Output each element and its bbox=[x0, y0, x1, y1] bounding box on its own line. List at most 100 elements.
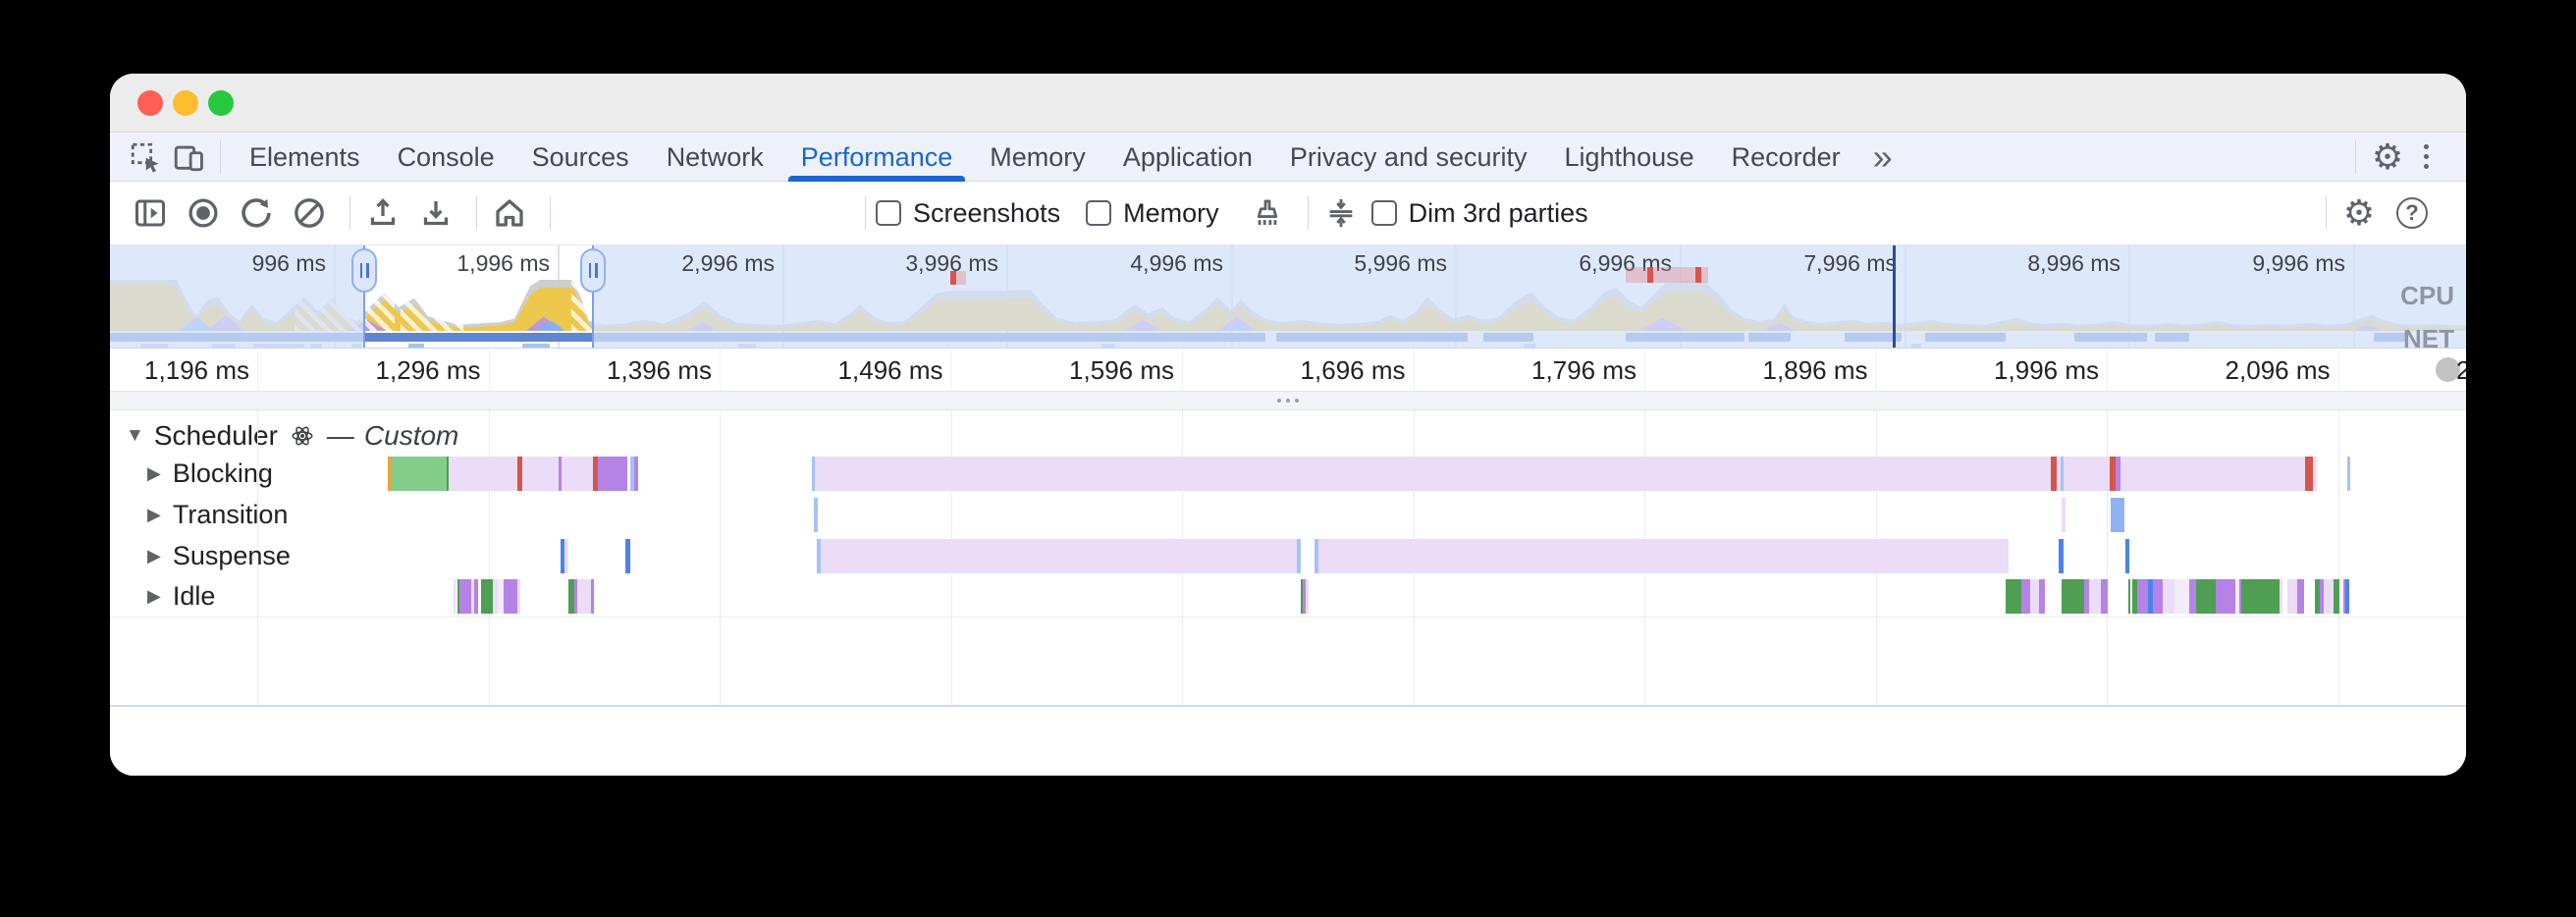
track-bar[interactable] bbox=[2345, 579, 2349, 614]
track-bar[interactable] bbox=[498, 579, 504, 614]
track-bar[interactable] bbox=[522, 457, 559, 491]
tab-recorder[interactable]: Recorder bbox=[1731, 141, 1841, 172]
track-bar[interactable] bbox=[2116, 457, 2120, 491]
track-bar[interactable] bbox=[2287, 579, 2297, 614]
track-group-header[interactable]: ▼ Scheduler — Custom bbox=[126, 420, 458, 452]
track-bar[interactable] bbox=[564, 539, 568, 573]
screenshots-toggle[interactable]: Screenshots bbox=[876, 198, 1060, 229]
track-bar[interactable] bbox=[602, 457, 627, 491]
track-bar[interactable] bbox=[815, 457, 2051, 491]
track-bar[interactable] bbox=[2216, 579, 2235, 614]
track-bar[interactable] bbox=[574, 579, 577, 614]
collapse-triangle-icon[interactable]: ▼ bbox=[126, 425, 144, 446]
inspect-element-icon[interactable] bbox=[124, 135, 167, 179]
zoom-window-button[interactable] bbox=[208, 90, 234, 116]
track-bar[interactable] bbox=[2305, 457, 2313, 491]
track-bar[interactable] bbox=[2189, 579, 2196, 614]
track-bar[interactable] bbox=[2111, 498, 2124, 532]
expand-triangle-icon[interactable]: ▶ bbox=[147, 505, 161, 524]
track-bar[interactable] bbox=[447, 457, 449, 491]
clear-icon[interactable] bbox=[287, 190, 332, 236]
track-bar[interactable] bbox=[2137, 579, 2148, 614]
track-bar[interactable] bbox=[449, 457, 517, 491]
track-bar[interactable] bbox=[2239, 579, 2241, 614]
panel-resize-handle[interactable] bbox=[110, 391, 2466, 410]
live-metrics-home-icon[interactable] bbox=[487, 190, 532, 236]
dim-3rd-parties-toggle[interactable]: Dim 3rd parties bbox=[1370, 198, 1588, 229]
track-bar[interactable] bbox=[2280, 579, 2282, 614]
help-icon[interactable]: ? bbox=[2389, 190, 2435, 236]
capture-settings-gear-icon[interactable]: ⚙ bbox=[2342, 192, 2376, 233]
track-bar[interactable] bbox=[504, 579, 517, 614]
track-bar[interactable] bbox=[559, 457, 562, 491]
track-bar[interactable] bbox=[2241, 579, 2280, 614]
minimize-window-button[interactable] bbox=[173, 90, 198, 116]
track-bar[interactable] bbox=[821, 539, 1297, 573]
memory-checkbox[interactable] bbox=[1086, 200, 1112, 226]
track-bar[interactable] bbox=[2030, 579, 2039, 614]
screenshots-checkbox[interactable] bbox=[876, 200, 901, 226]
track-bar[interactable] bbox=[630, 457, 634, 491]
track-area[interactable]: ▼ Scheduler — Custom ▶Blocking▶Transitio… bbox=[110, 410, 2466, 705]
track-bar[interactable] bbox=[1303, 579, 1306, 614]
track-row-idle[interactable]: ▶Idle bbox=[147, 579, 215, 614]
selection-handle-left-line[interactable] bbox=[363, 245, 365, 348]
memory-toggle[interactable]: Memory bbox=[1086, 198, 1219, 229]
track-bar[interactable] bbox=[1301, 579, 1303, 614]
track-bar[interactable] bbox=[2006, 579, 2021, 614]
track-bar[interactable] bbox=[577, 579, 591, 614]
settings-gear-icon[interactable]: ⚙ bbox=[2371, 135, 2404, 177]
playhead-line[interactable] bbox=[1893, 245, 1896, 348]
track-bar[interactable] bbox=[2320, 579, 2324, 614]
track-bar[interactable] bbox=[2039, 579, 2045, 614]
more-tabs-icon[interactable]: » bbox=[1872, 135, 1893, 177]
track-bar[interactable] bbox=[1315, 539, 1318, 573]
tab-console[interactable]: Console bbox=[397, 141, 495, 172]
track-bar[interactable] bbox=[2021, 579, 2030, 614]
track-bar[interactable] bbox=[2089, 579, 2101, 614]
track-bar[interactable] bbox=[1318, 539, 2009, 573]
track-bar[interactable] bbox=[561, 539, 564, 573]
expand-triangle-icon[interactable]: ▶ bbox=[147, 463, 161, 483]
track-bar[interactable] bbox=[2343, 579, 2345, 614]
track-bar[interactable] bbox=[2132, 579, 2137, 614]
dim-3rd-parties-checkbox[interactable] bbox=[1370, 200, 1397, 226]
track-bar[interactable] bbox=[2153, 579, 2163, 614]
device-toolbar-icon[interactable] bbox=[167, 135, 210, 179]
track-bar[interactable] bbox=[481, 579, 493, 614]
track-row-blocking[interactable]: ▶Blocking bbox=[147, 457, 273, 491]
scrollbar-thumb[interactable] bbox=[2436, 357, 2460, 382]
selection-handle-right[interactable] bbox=[580, 248, 606, 293]
track-bar[interactable] bbox=[2110, 457, 2116, 491]
track-bar[interactable] bbox=[2059, 539, 2064, 573]
track-bar[interactable] bbox=[2334, 579, 2339, 614]
selection-handle-right-line[interactable] bbox=[592, 245, 594, 348]
track-bar[interactable] bbox=[2174, 579, 2189, 614]
track-bar[interactable] bbox=[2347, 457, 2350, 491]
close-window-button[interactable] bbox=[137, 90, 163, 116]
tab-performance[interactable]: Performance bbox=[782, 133, 972, 182]
track-bar[interactable] bbox=[2084, 579, 2089, 614]
tab-memory[interactable]: Memory bbox=[990, 141, 1086, 172]
tab-privacy-and-security[interactable]: Privacy and security bbox=[1289, 141, 1528, 172]
track-bar[interactable] bbox=[2235, 579, 2239, 614]
track-bar[interactable] bbox=[517, 579, 520, 614]
track-bar[interactable] bbox=[625, 539, 630, 573]
track-bar[interactable] bbox=[457, 579, 459, 614]
more-options-icon[interactable] bbox=[2409, 144, 2442, 169]
track-bar[interactable] bbox=[2061, 457, 2064, 491]
track-bar[interactable] bbox=[454, 579, 456, 614]
track-bar[interactable] bbox=[568, 579, 574, 614]
track-bar[interactable] bbox=[2057, 457, 2061, 491]
tab-network[interactable]: Network bbox=[666, 141, 764, 172]
track-bar[interactable] bbox=[388, 457, 392, 491]
track-bar[interactable] bbox=[517, 457, 522, 491]
tab-elements[interactable]: Elements bbox=[249, 141, 360, 172]
track-bar[interactable] bbox=[2064, 457, 2110, 491]
track-bar[interactable] bbox=[812, 457, 815, 491]
track-bar[interactable] bbox=[2062, 579, 2084, 614]
tab-application[interactable]: Application bbox=[1122, 141, 1253, 172]
track-bar[interactable] bbox=[2324, 579, 2334, 614]
record-icon[interactable] bbox=[181, 190, 226, 236]
